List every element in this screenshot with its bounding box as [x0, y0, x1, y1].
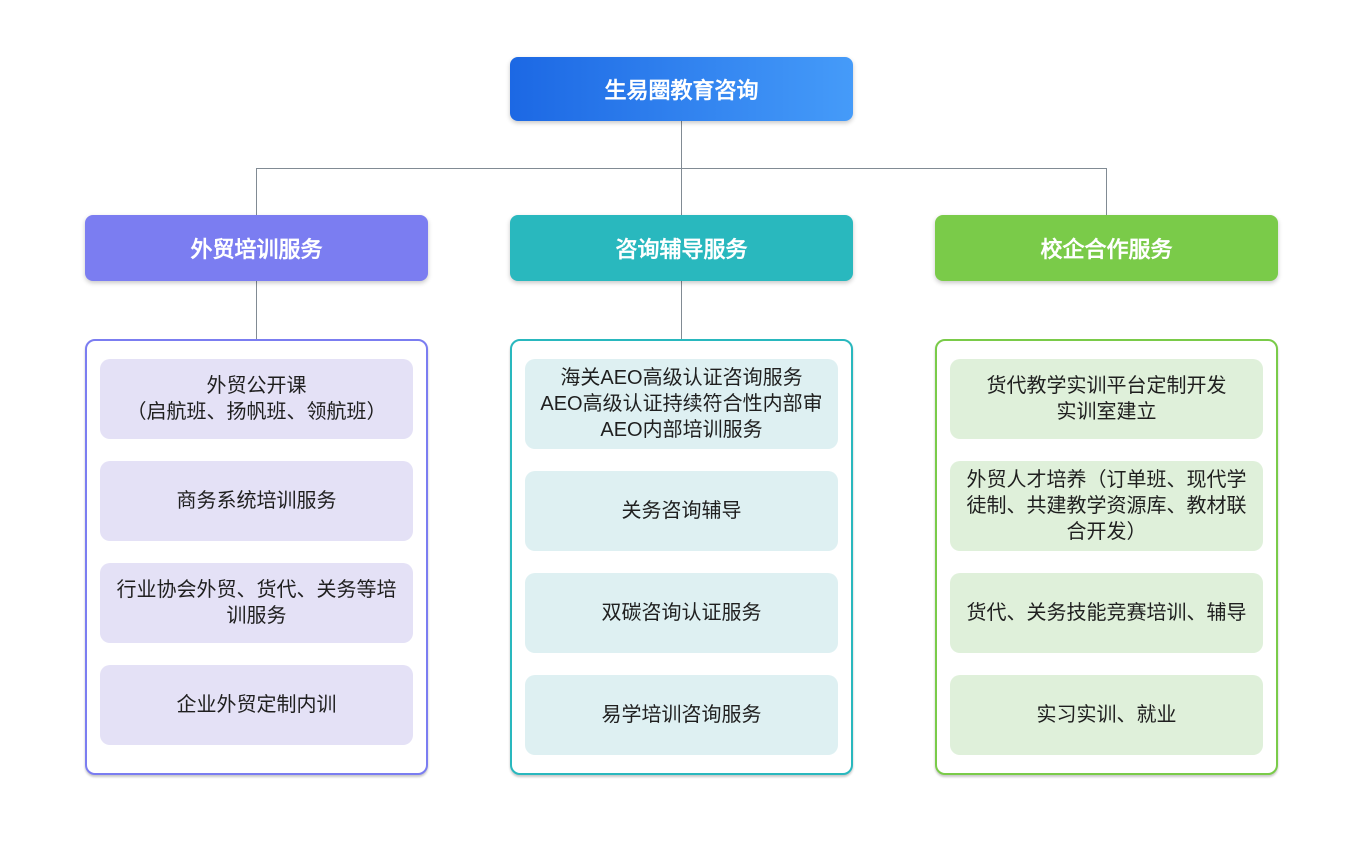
branch-items-container-3: 货代教学实训平台定制开发 实训室建立 外贸人才培养（订单班、现代学徒制、共建教学… — [935, 339, 1278, 775]
branch-header-consulting-coaching: 咨询辅导服务 — [510, 215, 853, 281]
branch-item: 行业协会外贸、货代、关务等培训服务 — [100, 563, 413, 643]
branch-items-container-2: 海关AEO高级认证咨询服务 AEO高级认证持续符合性内部审 AEO内部培训服务 … — [510, 339, 853, 775]
branch-header-label: 咨询辅导服务 — [615, 237, 748, 262]
root-node-label: 生易圈教育咨询 — [604, 78, 759, 103]
branch-item: 外贸人才培养（订单班、现代学徒制、共建教学资源库、教材联合开发） — [950, 461, 1263, 551]
connector-branch-stem-1 — [256, 281, 257, 340]
connector-branch-stem-2 — [681, 281, 682, 340]
branch-item: 外贸公开课 （启航班、扬帆班、领航班） — [100, 359, 413, 439]
branch-item: 海关AEO高级认证咨询服务 AEO高级认证持续符合性内部审 AEO内部培训服务 — [525, 359, 838, 449]
connector-drop-1 — [256, 168, 257, 215]
branch-header-label: 校企合作服务 — [1040, 237, 1173, 262]
branch-item: 货代、关务技能竞赛培训、辅导 — [950, 573, 1263, 653]
branch-item: 关务咨询辅导 — [525, 471, 838, 551]
connector-root-stem — [681, 121, 682, 169]
branch-items-container-1: 外贸公开课 （启航班、扬帆班、领航班） 商务系统培训服务 行业协会外贸、货代、关… — [85, 339, 428, 775]
branch-item: 货代教学实训平台定制开发 实训室建立 — [950, 359, 1263, 439]
root-node: 生易圈教育咨询 — [510, 57, 853, 121]
branch-header-school-enterprise-cooperation: 校企合作服务 — [935, 215, 1278, 281]
branch-item: 易学培训咨询服务 — [525, 675, 838, 755]
branch-item: 实习实训、就业 — [950, 675, 1263, 755]
connector-drop-3 — [1106, 168, 1107, 215]
branch-item: 双碳咨询认证服务 — [525, 573, 838, 653]
branch-header-label: 外贸培训服务 — [190, 237, 323, 262]
branch-item: 商务系统培训服务 — [100, 461, 413, 541]
branch-item: 企业外贸定制内训 — [100, 665, 413, 745]
branch-header-foreign-trade-training: 外贸培训服务 — [85, 215, 428, 281]
connector-drop-2 — [681, 168, 682, 215]
